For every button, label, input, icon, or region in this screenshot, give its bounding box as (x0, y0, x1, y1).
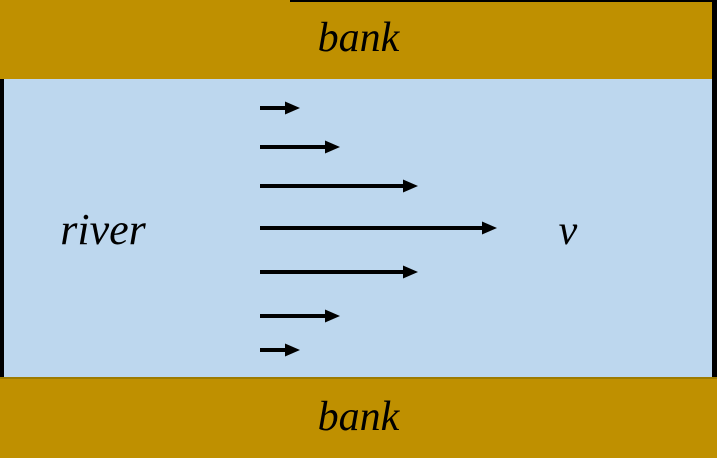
river-area: river v (0, 79, 717, 377)
river-left-border (0, 79, 4, 377)
bottom-bank-label: bank (317, 393, 400, 440)
top-bank: bank (0, 0, 717, 79)
bottom-bank: bank (0, 377, 717, 458)
top-border-line (290, 0, 717, 2)
river-label: river (60, 205, 146, 254)
top-bank-label: bank (317, 14, 400, 61)
river-right-border (712, 0, 717, 377)
velocity-label: v (558, 208, 578, 254)
